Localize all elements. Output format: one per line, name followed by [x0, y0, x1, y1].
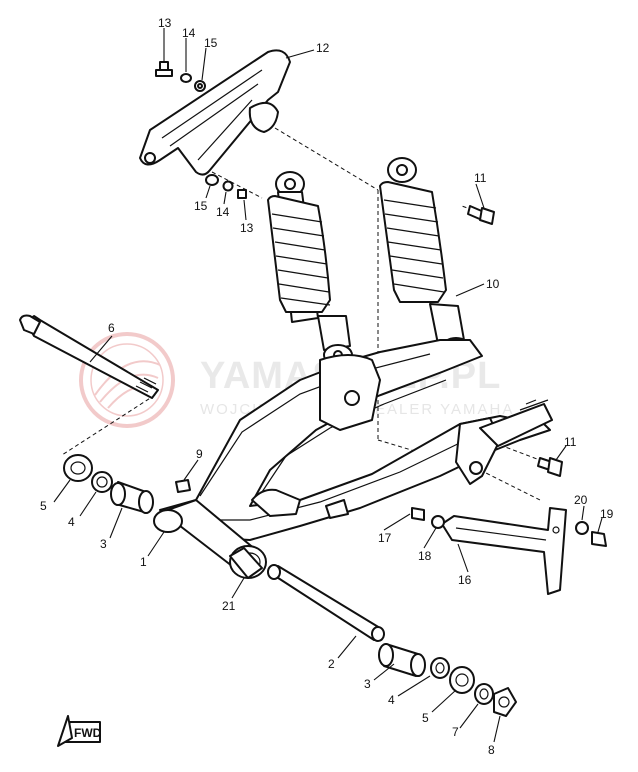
callout-5-left: 5: [40, 499, 47, 513]
callout-19: 19: [600, 507, 614, 521]
chain-guard-bracket: [139, 49, 291, 176]
callout-8: 8: [488, 743, 495, 757]
grease-nipple: [175, 479, 191, 493]
callout-2: 2: [328, 657, 335, 671]
bracket-bolt-left: [411, 507, 445, 529]
leader-lines: [53, 28, 603, 743]
right-bushing-set: [378, 643, 517, 717]
mud-flap-bracket: [441, 507, 567, 595]
callout-3-left: 3: [100, 537, 107, 551]
bracket-bolt-right: [575, 521, 607, 547]
pivot-tube: [153, 499, 267, 579]
callout-12: 12: [316, 41, 330, 55]
callout-15-top: 15: [204, 36, 218, 50]
fastener-set-bottom: [205, 174, 247, 199]
bolt-upper: [467, 205, 495, 225]
bolt-lower: [537, 457, 563, 477]
callout-14-bottom: 14: [216, 205, 230, 219]
callout-4-right: 4: [388, 693, 395, 707]
callout-6: 6: [108, 321, 115, 335]
callout-15-bottom: 15: [194, 199, 208, 213]
callout-21: 21: [222, 599, 236, 613]
fwd-label: FWD: [74, 726, 102, 740]
callout-10: 10: [486, 277, 500, 291]
callout-5-right: 5: [422, 711, 429, 725]
callout-9: 9: [196, 447, 203, 461]
callout-3-right: 3: [364, 677, 371, 691]
callout-13-bottom: 13: [240, 221, 254, 235]
callout-16: 16: [458, 573, 472, 587]
callout-1: 1: [140, 555, 147, 569]
fwd-arrow-icon: FWD: [57, 715, 102, 747]
callout-14-top: 14: [182, 26, 196, 40]
callout-13-top: 13: [158, 16, 172, 30]
pivot-shaft: [19, 314, 159, 399]
callout-20: 20: [574, 493, 588, 507]
callout-4-left: 4: [68, 515, 75, 529]
right-shock-absorber: [379, 157, 471, 359]
callout-labels: 13 14 15 12 15 14 13 11 10 6 9 11 5 4 3 …: [40, 16, 614, 757]
fastener-set-top: [155, 61, 206, 92]
callout-18: 18: [418, 549, 432, 563]
callout-11-top: 11: [474, 171, 487, 185]
callout-7: 7: [452, 725, 459, 739]
left-bushing-set: [63, 454, 154, 514]
callout-17: 17: [378, 531, 392, 545]
callout-11-lower: 11: [564, 435, 577, 449]
swing-arm: [159, 339, 553, 541]
left-shock-absorber: [267, 171, 353, 366]
pivot-bolt: [267, 564, 385, 642]
